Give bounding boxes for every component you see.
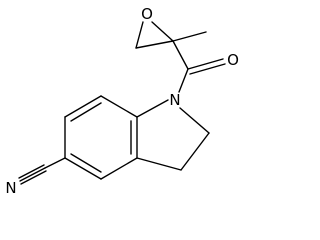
indoline-nitrogen-label: N [169, 91, 180, 109]
bond-triple-a [18, 164, 45, 179]
benzene-ring [64, 95, 138, 180]
bond-triple-b [19, 167, 46, 182]
bond-c7a-c7 [100, 95, 138, 118]
bond-epoxide-o-ch2 [135, 21, 144, 49]
bond-c7-c6 [64, 95, 102, 118]
bond-ch2-c3a [136, 157, 182, 171]
carbonyl-group [172, 40, 226, 93]
bond-n-c7a [136, 99, 169, 118]
bond-epoxide-ch2-cq [135, 40, 174, 49]
bond-epoxide-o-cq [151, 21, 174, 42]
bond-c5-c4 [64, 157, 102, 180]
nitrile-group [18, 157, 66, 185]
bond-ch2-ch2 [180, 132, 210, 171]
bond-cq-methyl [172, 31, 207, 42]
bond-carbonyl-double-a [187, 58, 224, 70]
bond-c5-cn [44, 157, 66, 169]
epoxide-ring [135, 21, 207, 49]
bond-inner-c5-c4 [70, 153, 102, 173]
bond-carbonyl-double-b [189, 63, 226, 75]
bond-cq-carbonyl-c [172, 40, 189, 70]
nitrile-nitrogen-label: N [5, 179, 16, 197]
bond-c4-c3a [100, 157, 138, 180]
molecule-structure: O O N N [5, 5, 239, 197]
bond-n-ch2 [179, 107, 210, 134]
bond-inner-c7-c6 [70, 102, 102, 122]
carbonyl-oxygen-label: O [227, 51, 239, 69]
bond-triple-c [20, 170, 47, 185]
bond-carbonyl-c-n [178, 68, 189, 93]
pyrrolidine-ring [136, 99, 210, 171]
epoxide-oxygen-label: O [141, 5, 153, 23]
